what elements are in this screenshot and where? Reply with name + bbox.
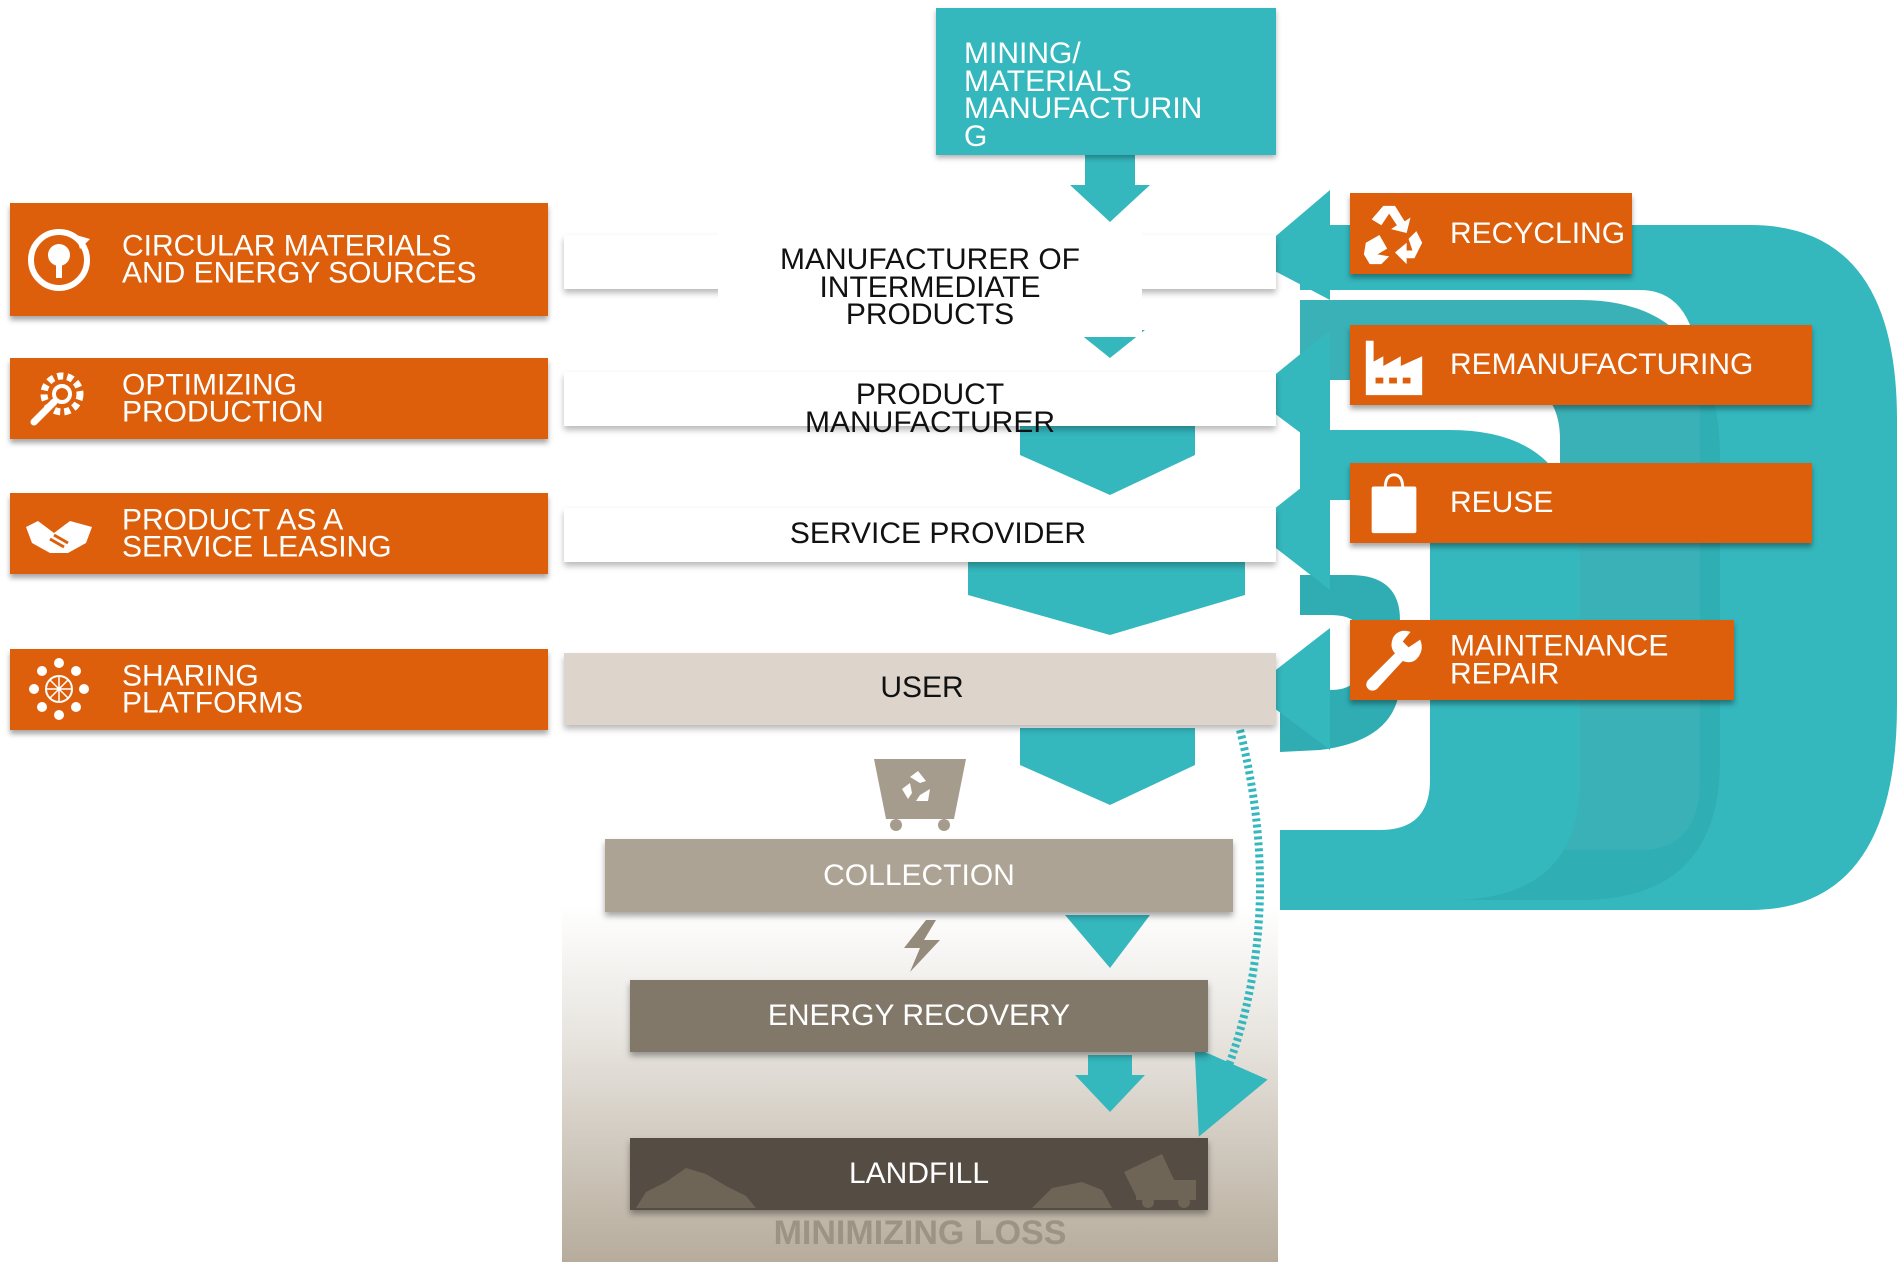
landfill-label: LANDFILL [848,1157,990,1190]
mining-box: MINING/ MATERIALS MANUFACTURIN G [936,8,1276,155]
recycle-bin-icon [874,759,966,831]
loop-recycling: RECYCLING [1350,193,1632,274]
shopping-bag-icon [1371,473,1417,534]
chain-bar-user [564,653,1276,725]
chain-label-product-manufacturer: PRODUCT MANUFACTURER [804,378,1055,439]
loop-reuse: REUSE [1350,463,1812,543]
strategy-label: OPTIMIZING PRODUCTION [122,367,324,429]
down-arrow-product [1020,425,1195,495]
strategy-optimizing-production: OPTIMIZING PRODUCTION [10,358,548,439]
landfill-hill-icon [636,1168,756,1208]
reuse-return-arrow [1250,465,1330,590]
down-arrow-collection [1065,915,1150,968]
strategy-circular-materials: CIRCULAR MATERIALS AND ENERGY SOURCES [10,203,548,316]
strategy-product-as-service: PRODUCT AS A SERVICE LEASING [10,493,548,574]
down-arrow-mining [1070,150,1150,222]
minimizing-loss-label: MINIMIZING LOSS [773,1214,1067,1252]
chain-label-service-provider: SERVICE PROVIDER [789,517,1087,550]
mining-label: MINING/ MATERIALS MANUFACTURIN G [964,37,1203,153]
maintenance-return-arrow [1250,628,1330,750]
loop-label: RECYCLING [1450,216,1626,250]
down-arrow-user [1020,728,1195,805]
loop-remanufacturing: REMANUFACTURING [1350,325,1812,405]
strategy-sharing-platforms: SHARING PLATFORMS [10,649,548,730]
people-network-icon [29,657,89,720]
dump-truck-icon [1032,1154,1196,1208]
energy-recovery-bar: ENERGY RECOVERY [630,980,1208,1052]
strategy-label: SHARING PLATFORMS [122,658,304,720]
bypass-dotted-arrow [1194,729,1268,1137]
loop-label: REUSE [1450,486,1554,520]
down-arrow-energy [1075,1055,1145,1112]
recycle-icon [1363,205,1423,264]
lightning-icon [904,920,940,972]
remanufacturing-loop [1280,300,1720,900]
strategy-label: PRODUCT AS A SERVICE LEASING [122,502,392,564]
gear-wrench-icon [30,372,84,425]
factory-icon [1365,340,1423,396]
collection-bar: COLLECTION [605,839,1233,912]
wrench-icon [1366,630,1422,691]
remanufacturing-return-arrow [1250,330,1330,455]
loop-label: MAINTENANCE REPAIR [1450,629,1669,690]
intermediate-cutout [718,225,1142,337]
chain-label-intermediate: MANUFACTURER OF INTERMEDIATE PRODUCTS [780,243,1080,332]
chain-label-user: USER [880,671,964,704]
energy-recovery-label: ENERGY RECOVERY [767,999,1071,1032]
collection-label: COLLECTION [823,858,1015,892]
handshake-icon [26,520,92,553]
strategy-label: CIRCULAR MATERIALS AND ENERGY SOURCES [122,228,477,290]
loop-maintenance-repair: MAINTENANCE REPAIR [1350,620,1734,700]
chain-bar-product-manufacturer [564,372,1276,426]
tree-cycle-icon [28,228,90,291]
chain-bar-service-provider [564,508,1276,562]
loop-label: REMANUFACTURING [1450,348,1754,382]
recycling-return-arrow [1250,190,1330,300]
down-arrow-service [968,560,1245,635]
landfill-bar: LANDFILL [630,1138,1208,1210]
